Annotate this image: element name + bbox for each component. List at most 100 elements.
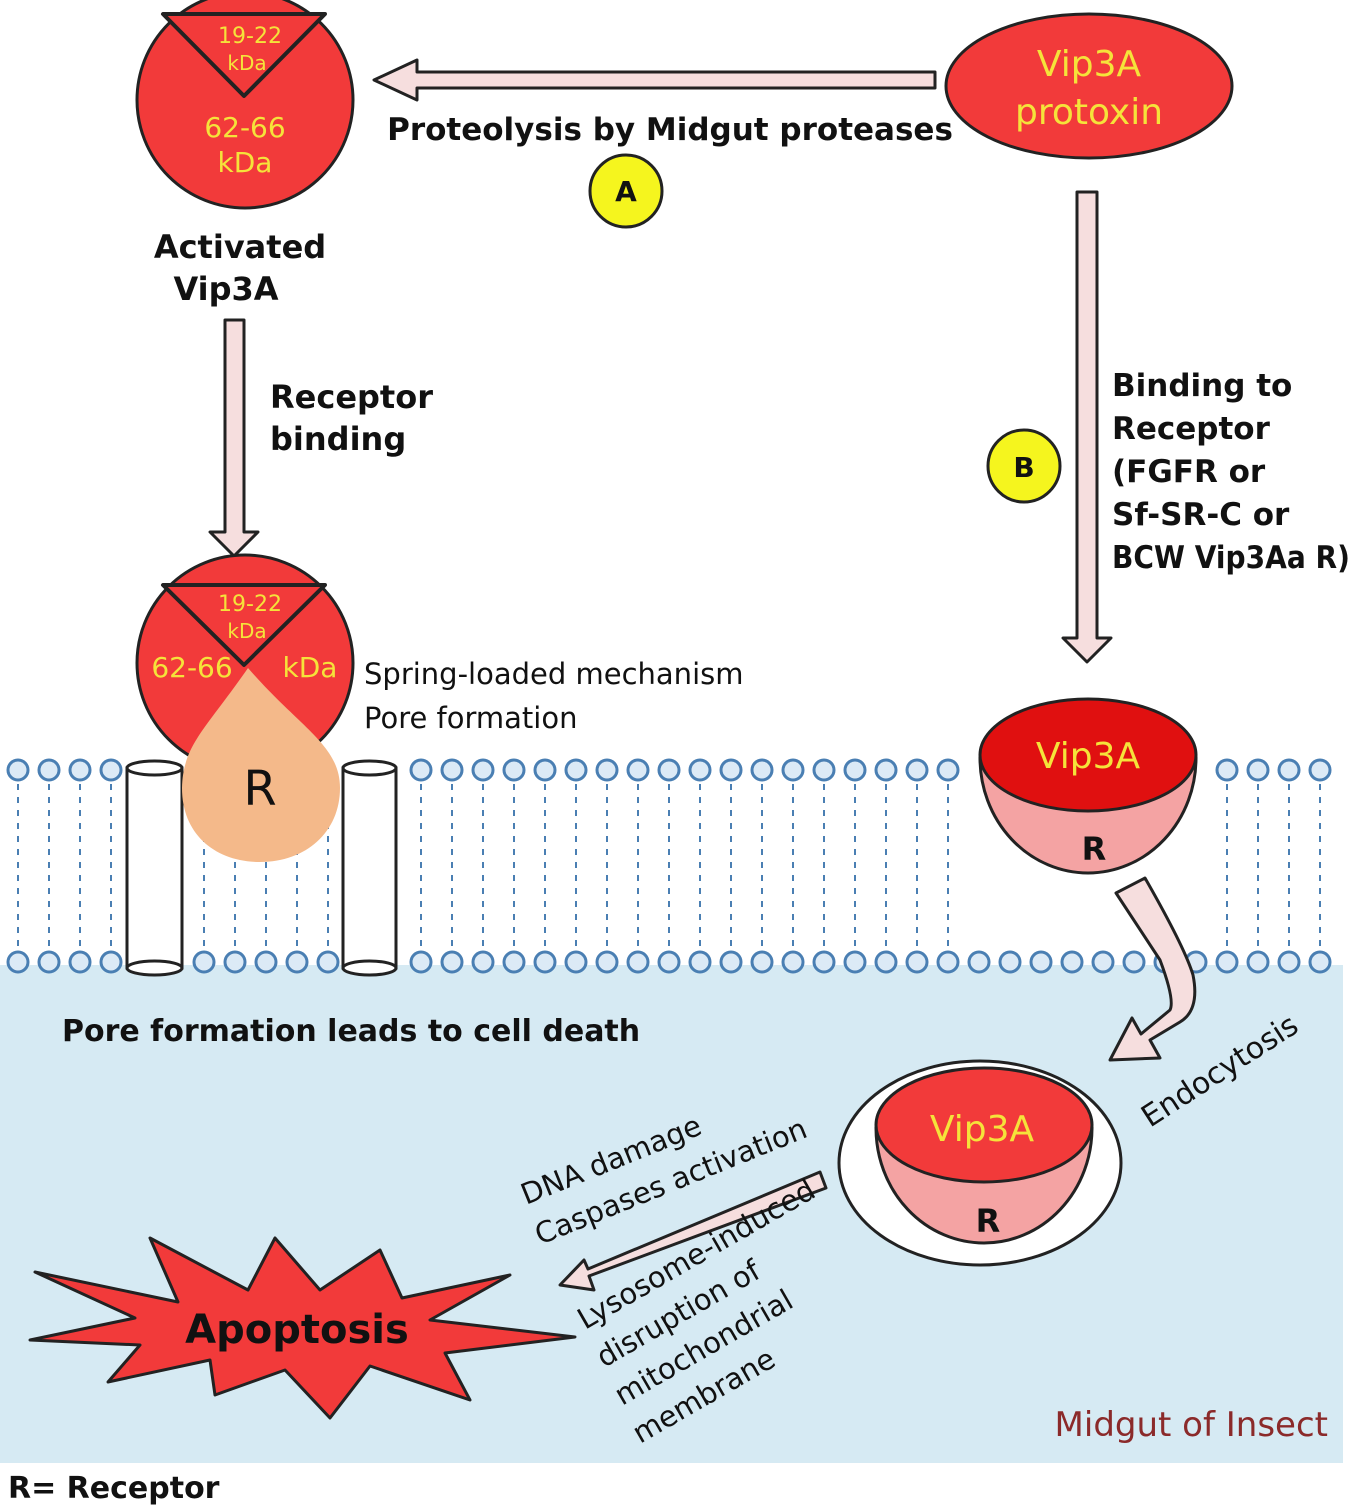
lipid-head-inner <box>223 950 247 974</box>
endocytosis-arrow <box>1108 876 1197 1062</box>
activated-vip3a-caption-line2: Vip3A <box>173 270 278 308</box>
apoptosis-burst: Apoptosis <box>28 1236 577 1420</box>
pore-receptor-letter: R <box>243 761 276 817</box>
apoptosis-label: Apoptosis <box>185 1307 409 1353</box>
binding-to-receptor-label: Binding to Receptor (FGFR or Sf-SR-C or … <box>1112 368 1350 576</box>
step-a-marker: A <box>588 153 664 229</box>
receptor-bound-vip3a: Vip3A R <box>978 697 1198 875</box>
lipid-head-outer <box>688 758 712 782</box>
binding-label-line3: (FGFR or <box>1112 454 1266 490</box>
bound-vip3a-label: Vip3A <box>1036 736 1141 777</box>
endocytic-vesicle: Vip3A R <box>837 1059 1123 1267</box>
lipid-head-outer <box>1308 758 1332 782</box>
lipid-head-inner <box>37 950 61 974</box>
lipid-head-inner <box>750 950 774 974</box>
lipid-head-outer <box>440 758 464 782</box>
pore-small-fragment-mass-line1: 19-22 <box>218 592 282 617</box>
lipid-head-inner <box>440 950 464 974</box>
pore-receptor <box>182 668 340 862</box>
bound-receptor-letter: R <box>1082 830 1107 868</box>
lipid-head-outer <box>37 758 61 782</box>
large-fragment-mass-line1: 62-66 <box>204 111 285 144</box>
lipid-head-outer <box>595 758 619 782</box>
lipid-head-outer <box>471 758 495 782</box>
binding-label-line2: Receptor <box>1112 411 1271 447</box>
lipid-head-outer <box>1215 758 1239 782</box>
lipid-head-inner <box>285 950 309 974</box>
binding-label-line5: BCW Vip3Aa R) <box>1112 540 1350 576</box>
lipid-head-outer <box>68 758 92 782</box>
lipid-head-inner <box>1122 950 1146 974</box>
lipid-head-inner <box>595 950 619 974</box>
lipid-head-inner <box>409 950 433 974</box>
proteolysis-arrow <box>372 58 937 102</box>
receptor-binding-arrow <box>208 318 260 558</box>
lipid-head-inner <box>254 950 278 974</box>
vip3a-protoxin: Vip3A protoxin <box>944 12 1234 160</box>
binding-to-receptor-arrow <box>1061 190 1113 664</box>
step-a-letter: A <box>615 175 637 208</box>
lipid-head-inner <box>1029 950 1053 974</box>
lipid-head-outer <box>1277 758 1301 782</box>
lipid-head-inner <box>99 950 123 974</box>
lipid-head-outer <box>750 758 774 782</box>
pore-forming-toxin-complex: 19-22 kDa 62-66 kDa R <box>135 553 355 862</box>
lipid-head-inner <box>564 950 588 974</box>
lipid-head-inner <box>874 950 898 974</box>
step-b-marker: B <box>986 428 1062 504</box>
lipid-head-inner <box>192 950 216 974</box>
pore-channel-right <box>341 759 398 977</box>
lipid-head-inner <box>6 950 30 974</box>
lipid-head-inner <box>1308 950 1332 974</box>
lipid-head-inner <box>812 950 836 974</box>
pore-channel-left <box>125 759 184 977</box>
lipid-head-outer <box>564 758 588 782</box>
pore-large-fragment-right: kDa <box>283 651 338 684</box>
lipid-head-inner <box>1091 950 1115 974</box>
lipid-head-inner <box>1060 950 1084 974</box>
lipid-head-inner <box>998 950 1022 974</box>
lipid-head-inner <box>1215 950 1239 974</box>
pore-large-fragment-left: 62-66 <box>151 651 232 684</box>
apoptosis-pathway-arrow <box>558 1170 828 1292</box>
midgut-label: Midgut of Insect <box>1055 1405 1328 1445</box>
lipid-head-inner <box>533 950 557 974</box>
lipid-head-outer <box>626 758 650 782</box>
lipid-head-outer <box>936 758 960 782</box>
lipid-head-inner <box>781 950 805 974</box>
lipid-head-inner <box>68 950 92 974</box>
lipid-head-outer <box>781 758 805 782</box>
lipid-head-outer <box>502 758 526 782</box>
pore-cell-death-label: Pore formation leads to cell death <box>62 1014 640 1049</box>
cell-membrane <box>6 758 1332 974</box>
lipid-head-inner <box>688 950 712 974</box>
lipid-head-inner <box>657 950 681 974</box>
receptor-legend: R= Receptor <box>8 1471 220 1506</box>
large-fragment-mass-line2: kDa <box>218 146 273 179</box>
protoxin-label-line2: protoxin <box>1015 92 1163 133</box>
pore-small-fragment-mass-line2: kDa <box>227 619 266 643</box>
lipid-head-inner <box>1277 950 1301 974</box>
lipid-head-outer <box>843 758 867 782</box>
lipid-head-inner <box>905 950 929 974</box>
lipid-head-outer <box>533 758 557 782</box>
lipid-head-outer <box>409 758 433 782</box>
protoxin-label-line1: Vip3A <box>1037 44 1142 85</box>
small-fragment-mass-line1: 19-22 <box>218 24 282 49</box>
binding-label-line4: Sf-SR-C or <box>1112 497 1290 533</box>
lipid-head-inner <box>843 950 867 974</box>
receptor-binding-label-line2: binding <box>270 420 406 458</box>
proteolysis-label: Proteolysis by Midgut proteases <box>387 112 953 148</box>
binding-label-line1: Binding to <box>1112 368 1292 404</box>
vesicle-vip3a-label: Vip3A <box>930 1109 1035 1150</box>
lipid-head-inner <box>471 950 495 974</box>
lipid-head-inner <box>936 950 960 974</box>
lipid-head-outer <box>812 758 836 782</box>
lipid-head-outer <box>99 758 123 782</box>
lipid-head-inner <box>626 950 650 974</box>
activated-vip3a: 19-22 kDa 62-66 kDa <box>135 0 355 210</box>
lipid-head-inner <box>967 950 991 974</box>
small-fragment-mass-line2: kDa <box>227 51 266 75</box>
lipid-head-outer <box>874 758 898 782</box>
